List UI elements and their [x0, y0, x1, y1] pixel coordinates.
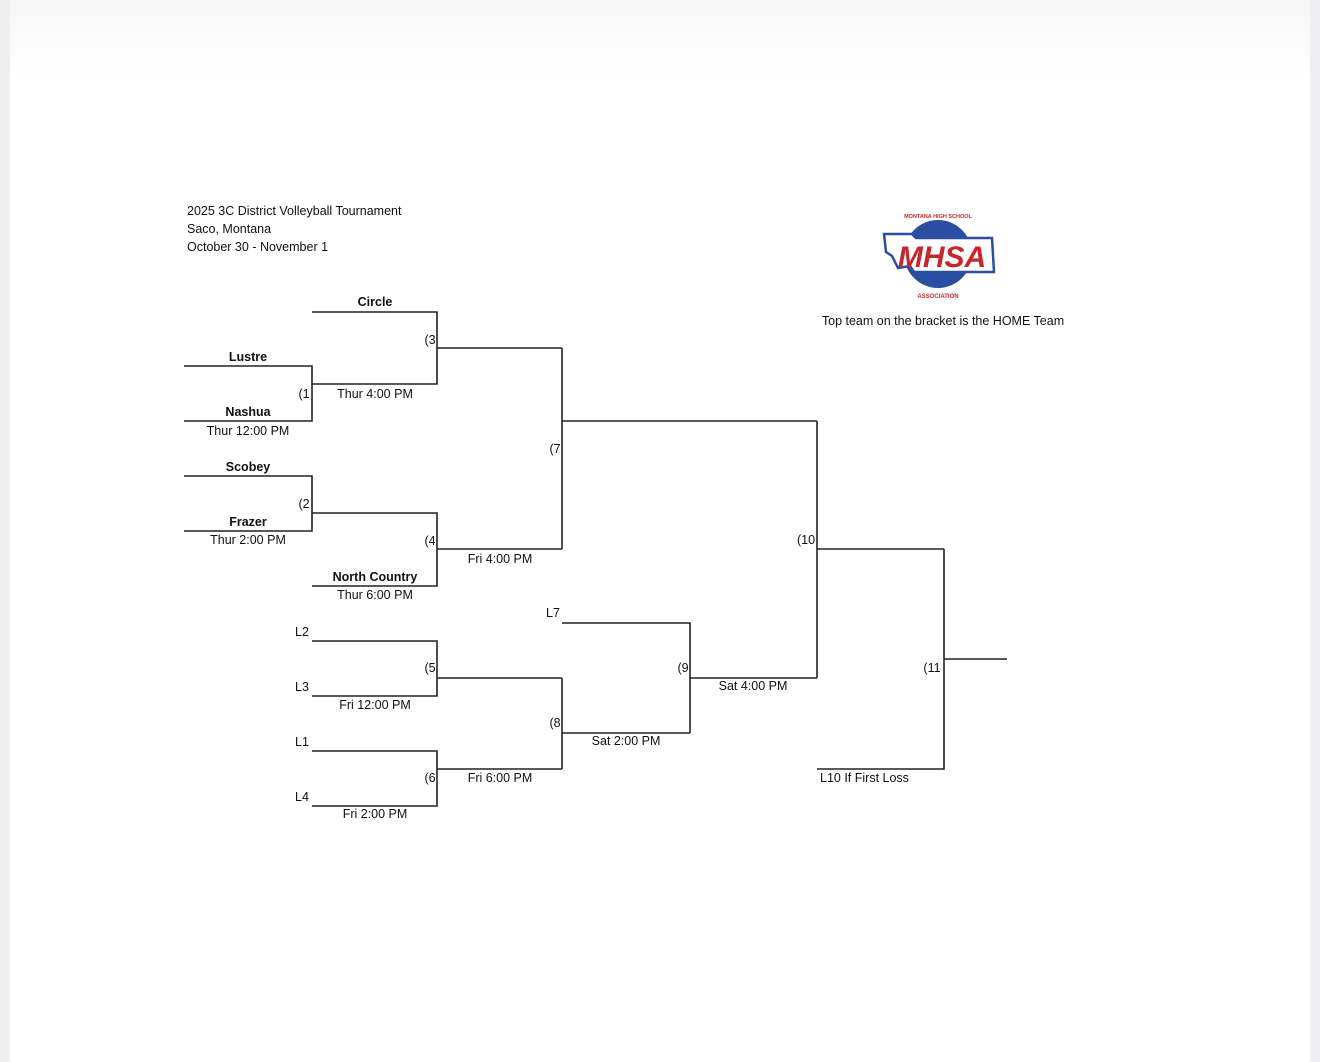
- game-number: (8: [549, 716, 561, 730]
- team-frazer: Frazer: [229, 515, 267, 529]
- game-time: Thur 4:00 PM: [337, 387, 413, 401]
- game-time: Thur 2:00 PM: [210, 533, 286, 547]
- game-time: Sat 4:00 PM: [718, 679, 788, 693]
- game1-bracket: [184, 365, 313, 422]
- team-north-country: North Country: [332, 570, 418, 584]
- team-nashua: Nashua: [225, 405, 271, 419]
- tournament-title: 2025 3C District Volleyball Tournament: [187, 204, 402, 218]
- game9-bracket: [562, 622, 691, 733]
- game-time: Fri 4:00 PM: [467, 552, 533, 566]
- game3-bracket: [312, 311, 438, 385]
- loser-slot: L1: [295, 735, 309, 749]
- game-number: (1: [298, 387, 310, 401]
- game2-bracket: [184, 475, 313, 532]
- team-lustre: Lustre: [228, 350, 268, 364]
- game-number: (7: [549, 442, 561, 456]
- game6-bracket: [312, 750, 438, 807]
- svg-text:ASSOCIATION: ASSOCIATION: [917, 294, 958, 300]
- game-number: (6: [424, 771, 436, 785]
- loser-slot: L4: [295, 790, 309, 804]
- game-number: (5: [424, 661, 436, 675]
- home-team-note: Top team on the bracket is the HOME Team: [821, 314, 1065, 328]
- page-top-shadow: [10, 0, 1310, 80]
- game-time: Fri 6:00 PM: [467, 771, 533, 785]
- logo-text: MHSA: [898, 241, 986, 274]
- game-time: Fri 12:00 PM: [339, 698, 411, 712]
- game-number: (3: [424, 333, 436, 347]
- loser-slot: L2: [295, 625, 309, 639]
- game-number: (11: [923, 661, 941, 675]
- loser-slot: L3: [295, 680, 309, 694]
- game-time: Thur 12:00 PM: [206, 424, 290, 438]
- team-scobey: Scobey: [225, 460, 271, 474]
- mhsa-logo: MHSA MONTANA HIGH SCHOOL ASSOCIATION: [882, 214, 996, 300]
- game-number: (10: [796, 533, 816, 547]
- game5-bracket: [312, 640, 438, 697]
- loser-slot: L7: [546, 606, 560, 620]
- team-circle: Circle: [357, 295, 393, 309]
- svg-text:MONTANA HIGH SCHOOL: MONTANA HIGH SCHOOL: [904, 214, 972, 220]
- game-number: (9: [677, 661, 689, 675]
- tournament-dates: October 30 - November 1: [187, 240, 329, 254]
- game-number: (4: [424, 534, 436, 548]
- game11-slot-label: L10 If First Loss: [820, 771, 909, 785]
- game-time: Thur 6:00 PM: [337, 588, 413, 602]
- game-time: Fri 2:00 PM: [342, 807, 408, 821]
- game-number: (2: [298, 497, 310, 511]
- tournament-location: Saco, Montana: [187, 222, 272, 236]
- game11-bracket: [817, 549, 945, 770]
- game-time: Sat 2:00 PM: [591, 734, 661, 748]
